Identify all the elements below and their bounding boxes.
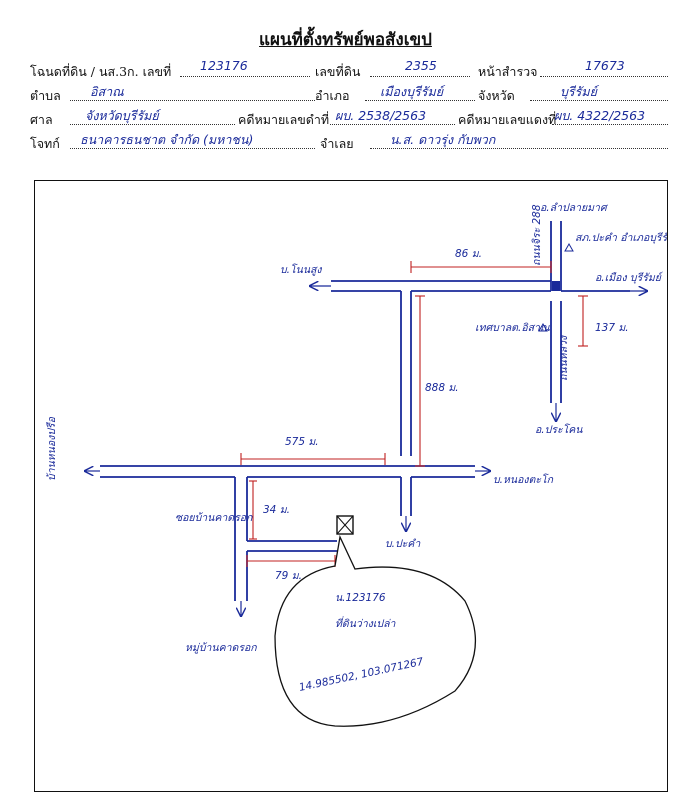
location-map: อ.ลำปลายมาศ สภ.ปะคำ อำเภอบุรีรัมย์ ถนนจิ… <box>34 180 668 792</box>
property-plot-icon <box>336 515 354 535</box>
province-value: บุรีรัมย์ <box>560 84 597 99</box>
survey-page-number: 17673 <box>585 58 625 73</box>
junction-road-label: ถนนจิระ 288 <box>531 204 543 266</box>
distance-86-label: 86 ม. <box>455 248 482 260</box>
triangle-icon <box>538 322 548 332</box>
plot-callout <box>274 534 476 727</box>
distance-888-label: 888 ม. <box>425 382 459 394</box>
deed-number: 123176 <box>200 58 248 73</box>
deed-label: โฉนดที่ดิน / นส.3ก. เลขที่ <box>30 64 172 79</box>
alley-label: ซอยบ้านคาดรอก <box>175 512 253 524</box>
plot-deed-label: น.123176 <box>335 592 386 604</box>
plot-coords-label: 14.985502, 103.071267 <box>298 656 425 694</box>
map-drawing: อ.ลำปลายมาศ สภ.ปะคำ อำเภอบุรีรัมย์ ถนนจิ… <box>46 202 667 727</box>
court-label: ศาล <box>30 112 53 127</box>
page-title: แผนที่ตั้งทรัพย์พอสังเขป <box>259 30 432 50</box>
court-value: จังหวัดบุรีรัมย์ <box>85 108 159 123</box>
plot-type-label: ที่ดินว่างเปล่า <box>335 616 397 630</box>
district-label: อำเภอ <box>315 88 350 103</box>
subdistrict-value: อิสาณ <box>90 84 124 99</box>
survey-page-label: หน้าสำรวจ <box>478 64 538 79</box>
temple-label: เทศบาลต.อิสาณ <box>475 322 550 334</box>
land-number: 2355 <box>405 58 437 73</box>
bottom-village-label: บ.ปะคำ <box>385 538 421 550</box>
district-value: เมืองบุรีรัมย์ <box>380 84 444 99</box>
form-row-court: ศาล จังหวัดบุรีรัมย์ คดีหมายเลขดำที่ ผบ.… <box>30 108 670 132</box>
plaintiff-label: โจทก์ <box>30 136 60 151</box>
form-row-deed: โฉนดที่ดิน / นส.3ก. เลขที่ 123176 เลขที่… <box>30 58 670 84</box>
distance-137-label: 137 ม. <box>595 322 629 334</box>
form-row-parties: โจทก์ ธนาคารธนชาต จำกัด (มหาชน) จำเลย น.… <box>30 132 670 156</box>
land-no-label: เลขที่ดิน <box>315 64 361 79</box>
black-case-label: คดีหมายเลขดำที่ <box>238 112 330 127</box>
distance-34-label: 34 ม. <box>263 504 290 516</box>
police-label: สภ.ปะคำ อำเภอบุรีรัมย์ <box>575 231 667 244</box>
black-case-value: ผบ. 2538/2563 <box>335 108 427 123</box>
red-case-value: ผบ. 4322/2563 <box>554 108 646 123</box>
left-village-label: บ.โนนสูง <box>280 263 322 276</box>
far-left-label: บ้านหนองปรือ <box>46 416 58 481</box>
province-label: จังหวัด <box>478 88 515 103</box>
subdistrict-label: ตำบล <box>30 88 61 103</box>
distance-79-label: 79 ม. <box>275 570 302 582</box>
triangle-icon <box>564 242 574 252</box>
defendant-label: จำเลย <box>320 136 354 151</box>
red-case-label: คดีหมายเลขแดงที่ <box>458 112 557 127</box>
bottom-left-label: หมู่บ้านคาดรอก <box>185 642 257 654</box>
junction-marker <box>552 281 560 291</box>
thanon-label: ถนนหลวง <box>558 335 570 381</box>
right-village-label: บ.หนองตะโก <box>493 473 554 486</box>
north-road-label: อ.ลำปลายมาศ <box>540 202 609 214</box>
plaintiff-value: ธนาคารธนชาต จำกัด (มหาชน) <box>80 132 254 147</box>
form-row-location: ตำบล อิสาณ อำเภอ เมืองบุรีรัมย์ จังหวัด … <box>30 84 670 108</box>
defendant-value: น.ส. ดาวรุ่ง กับพวก <box>390 132 496 147</box>
south-road-label: อ.ประโคน <box>535 423 583 436</box>
distance-575-label: 575 ม. <box>285 436 319 448</box>
east-road-label: อ.เมือง บุรีรัมย์ <box>595 271 663 284</box>
